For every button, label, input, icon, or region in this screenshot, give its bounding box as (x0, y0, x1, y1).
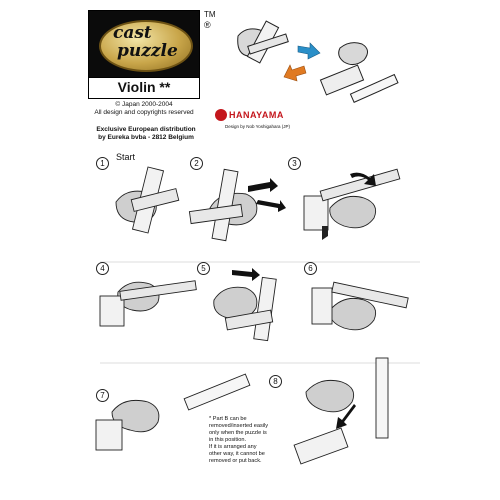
hand-icon (322, 226, 328, 240)
cast-puzzle-logo: cast puzzle (88, 10, 200, 78)
logo-word-cast: cast (113, 23, 152, 43)
copyright-line: © Japan 2000-2004 (115, 101, 173, 108)
part-b-note: * Part B can be removed/inserted easily … (209, 416, 295, 465)
curved-arrow-icon (350, 172, 376, 186)
registered-mark: ® (204, 20, 211, 30)
distribution-line: Exclusive European distribution (96, 126, 196, 133)
step-5-illustration (213, 276, 277, 342)
logo-word-puzzle: puzzle (117, 41, 178, 61)
note-line: removed or put back. (209, 458, 262, 464)
step-6-illustration (311, 281, 409, 331)
step-6-badge: 6 (304, 262, 317, 275)
step-4-illustration (99, 280, 197, 327)
pull-arrow-icon (336, 404, 356, 429)
push-arrow-icon (248, 178, 278, 192)
step-7-badge: 7 (96, 389, 109, 402)
copyright-block: © Japan 2000-2004 All design and copyrig… (88, 101, 200, 117)
note-line: only when the puzzle is (209, 430, 267, 436)
distribution-line: by Eureka bvba - 2812 Belgium (98, 134, 194, 141)
logo-oval (99, 20, 193, 72)
step-1-illustration (115, 166, 180, 234)
step-8-illustration (293, 357, 389, 465)
step-2-illustration (188, 168, 258, 242)
hanayama-badge-icon (215, 109, 227, 121)
push-arrow-icon (256, 200, 286, 212)
step-3-badge: 3 (288, 157, 301, 170)
step-7-illustration (95, 373, 251, 451)
step-4-badge: 4 (96, 262, 109, 275)
note-line: * Part B can be (209, 416, 247, 422)
step-8-badge: 8 (269, 375, 282, 388)
note-line: If it is arranged any (209, 444, 257, 450)
step-5-badge: 5 (197, 262, 210, 275)
note-line: other way, it cannot be (209, 451, 265, 457)
puzzle-title: Violin ** (88, 76, 200, 99)
disassembled-parts-illustration (319, 42, 399, 103)
push-arrow-icon (232, 268, 260, 281)
step-3-illustration (303, 168, 401, 231)
start-label: Start (116, 152, 136, 162)
blue-arrow-icon (297, 42, 321, 60)
step-1-badge: 1 (96, 157, 109, 170)
orange-arrow-icon (283, 64, 307, 82)
distribution-block: Exclusive European distribution by Eurek… (84, 126, 208, 142)
trademark-mark: TM (204, 10, 216, 19)
copyright-line: All design and copyrights reserved (94, 109, 194, 116)
assembled-puzzle-illustration (237, 20, 289, 64)
designer-credit: Design by Nob Yoshigahara (JP) (225, 124, 291, 129)
hanayama-wordmark: HANAYAMA (229, 110, 284, 120)
step-2-badge: 2 (190, 157, 203, 170)
note-line: removed/inserted easily (209, 423, 269, 429)
hanayama-logo: HANAYAMA (215, 109, 289, 121)
note-line: in this position. (209, 437, 247, 443)
